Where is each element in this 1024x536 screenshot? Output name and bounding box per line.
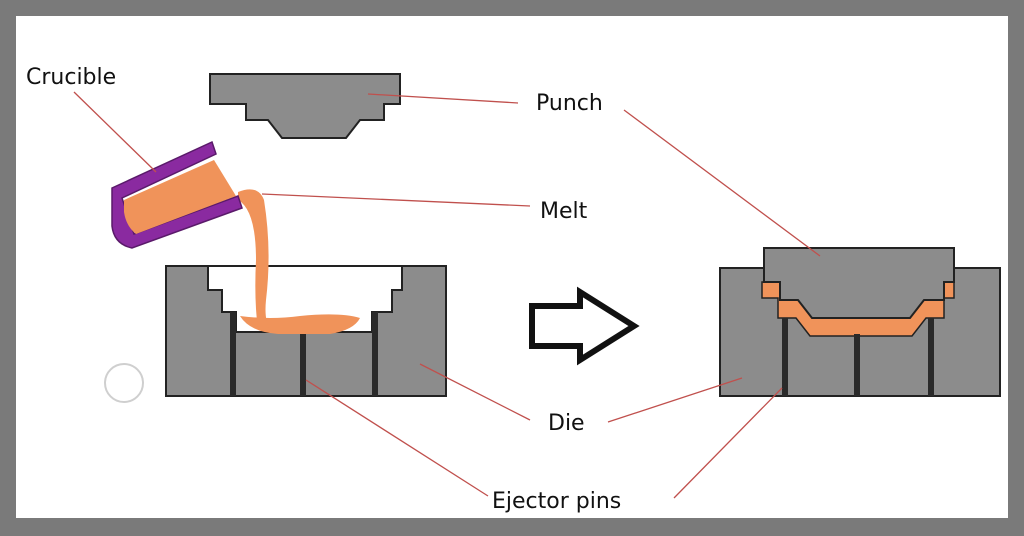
right-arrow-icon bbox=[529, 286, 640, 366]
left-die bbox=[165, 265, 447, 397]
label-melt: Melt bbox=[540, 199, 588, 224]
ejector-pin bbox=[372, 312, 378, 396]
ejector-pin bbox=[928, 318, 934, 396]
label-die: Die bbox=[548, 411, 585, 436]
label-crucible: Crucible bbox=[26, 65, 116, 90]
label-punch: Punch bbox=[536, 91, 603, 116]
crucible bbox=[111, 140, 243, 249]
ejector-pin bbox=[230, 312, 236, 396]
ejector-pin bbox=[782, 318, 788, 396]
melt-pool bbox=[240, 314, 360, 334]
melt-stream bbox=[238, 189, 270, 330]
ejector-pin bbox=[854, 334, 860, 396]
circle-icon bbox=[104, 363, 144, 403]
punch-left bbox=[209, 73, 401, 139]
label-ejector-pins: Ejector pins bbox=[492, 489, 621, 514]
leader-lines bbox=[73, 91, 821, 499]
punch-right bbox=[763, 247, 955, 319]
ejector-pin bbox=[300, 330, 306, 396]
